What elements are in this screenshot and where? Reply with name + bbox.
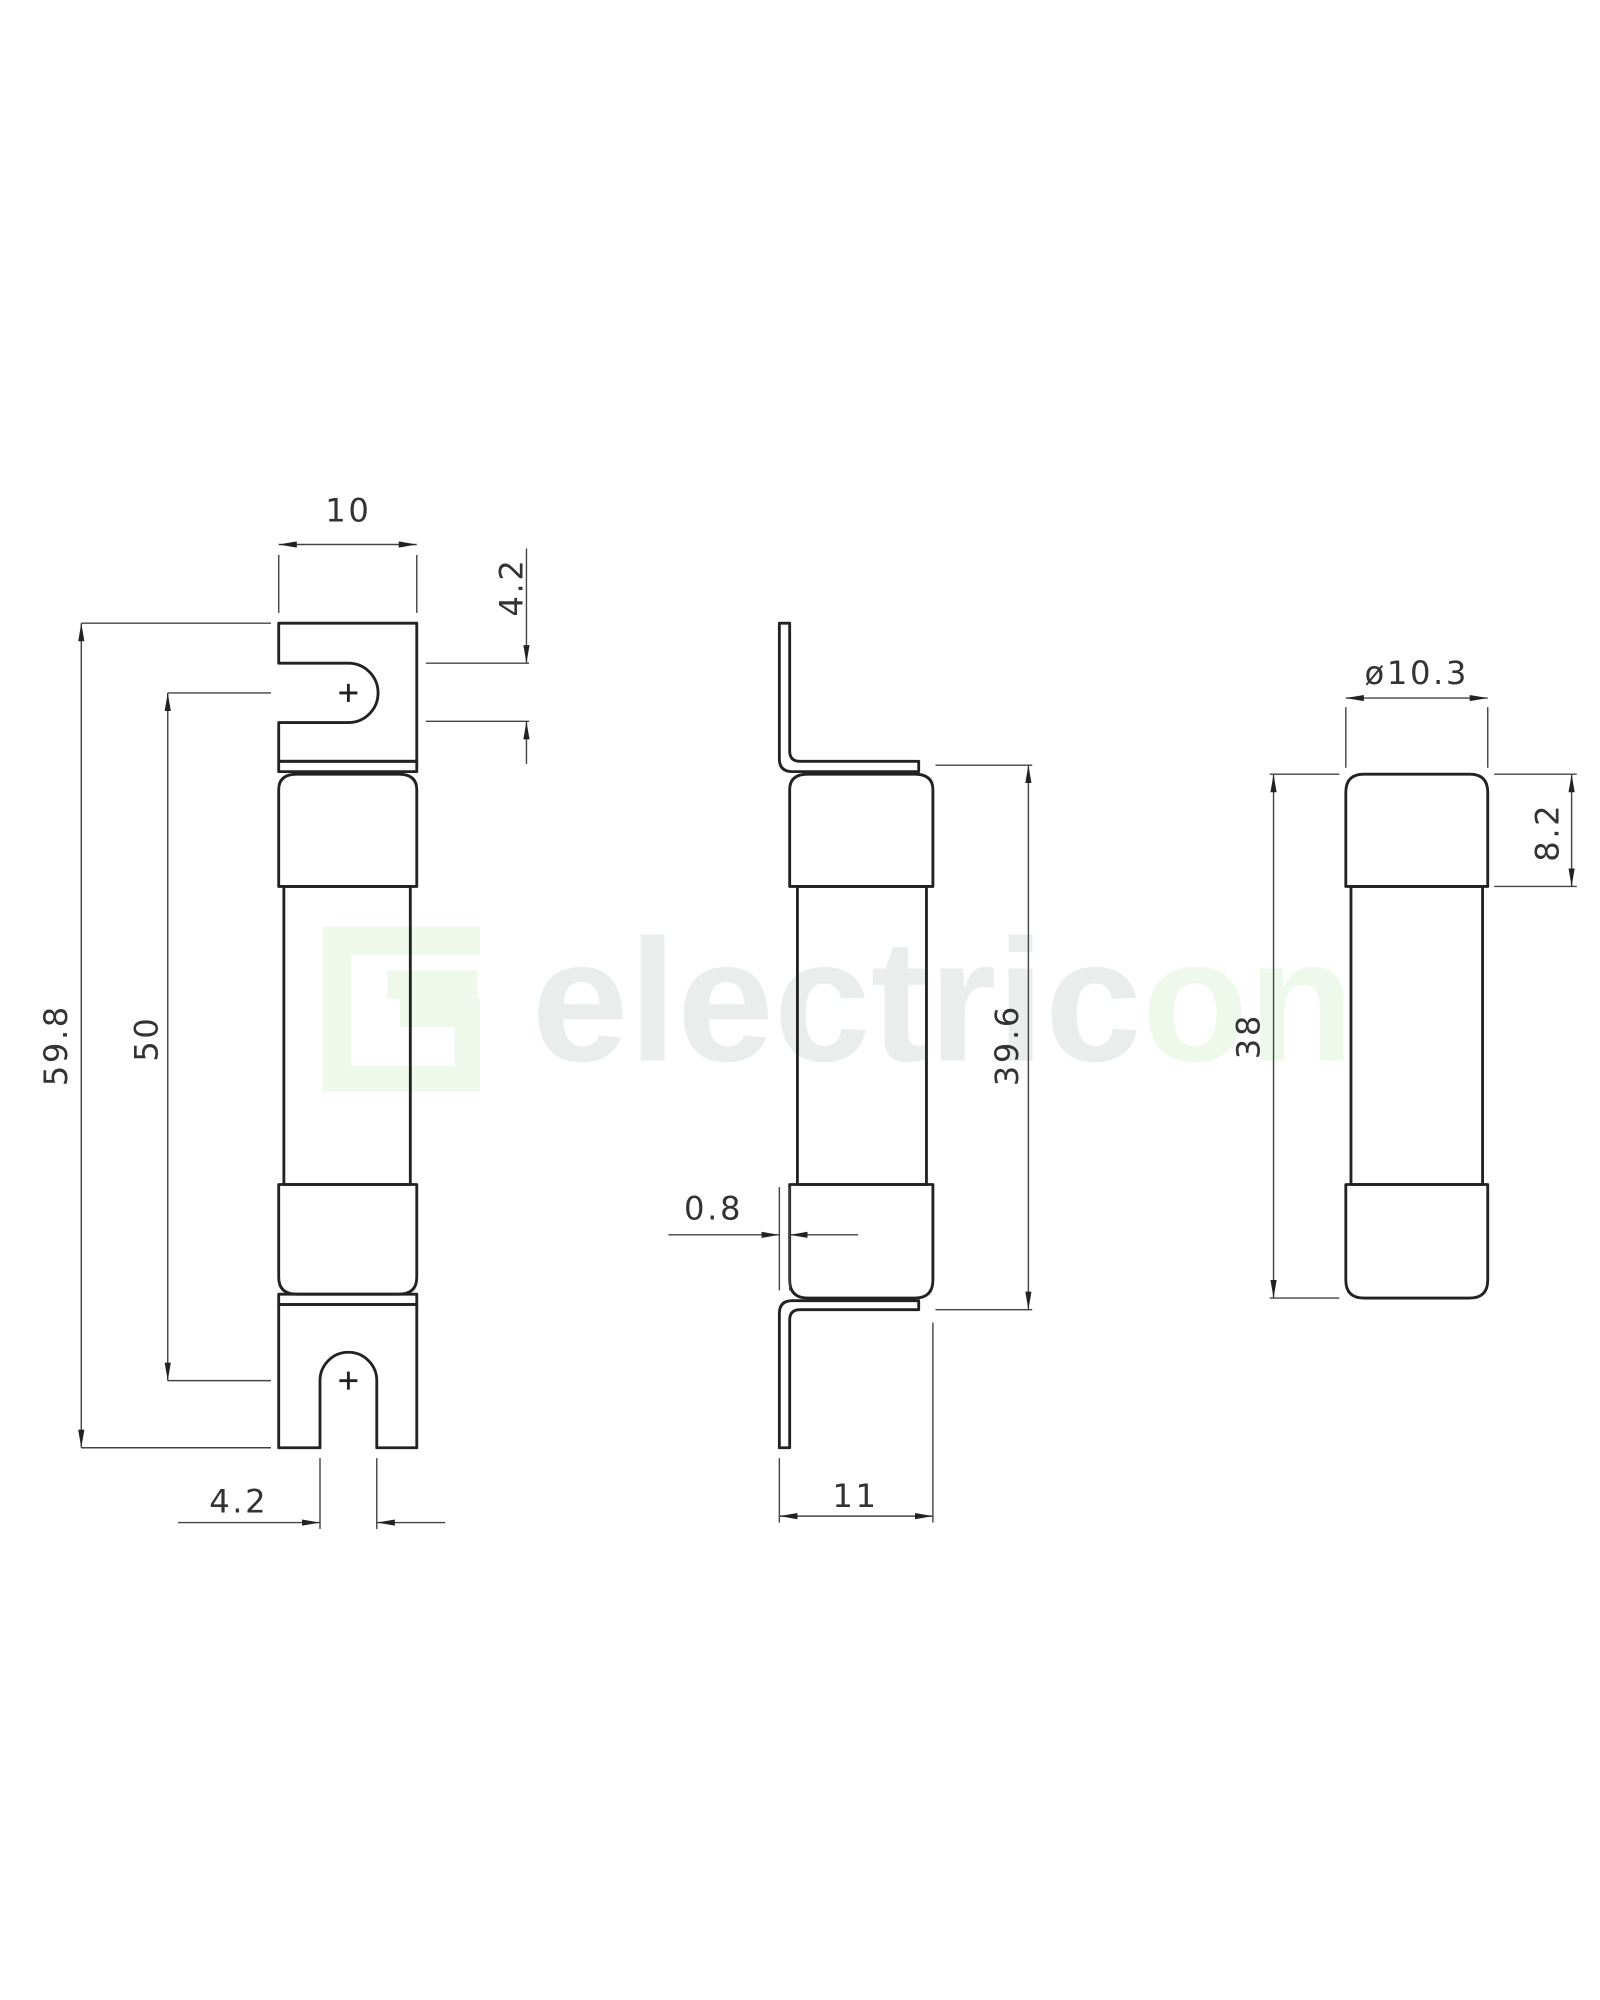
watermark-wordmark-image	[522, 903, 1400, 1084]
dim-overall-length: 59.8	[37, 1004, 75, 1086]
dim-hole-centers: 50	[127, 1016, 165, 1062]
cartridge-view: ø10.3 38 8.2	[1229, 654, 1577, 1300]
dim-slot-bottom: 4.2	[209, 1482, 268, 1520]
dim-body-length: 39.6	[988, 1004, 1026, 1086]
hole-center-mark	[339, 1371, 358, 1390]
front-view: 10 4.2 59.8 50 4.2	[37, 491, 531, 1530]
dim-depth: 11	[832, 1477, 878, 1515]
hole-center-mark	[339, 683, 358, 702]
dim-diameter: ø10.3	[1365, 654, 1469, 692]
dim-length: 38	[1229, 1013, 1267, 1059]
dim-slot-top: 4.2	[493, 558, 531, 617]
dim-cap-length: 8.2	[1529, 803, 1567, 862]
side-view: 39.6 0.8 11	[668, 621, 1033, 1523]
watermark-logo	[322, 903, 1400, 1092]
dim-width: 10	[325, 491, 371, 529]
dim-tag-thickness: 0.8	[684, 1189, 743, 1227]
